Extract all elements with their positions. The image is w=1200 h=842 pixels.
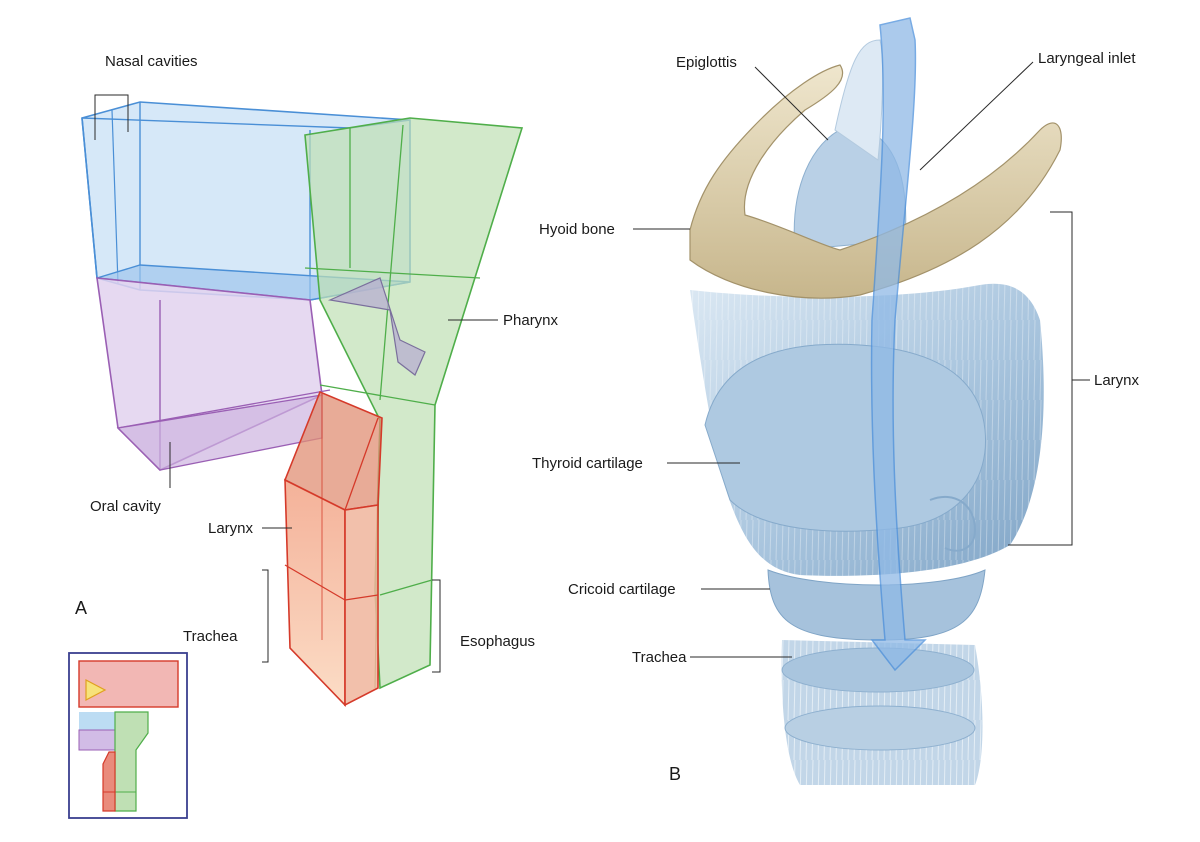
laryngeal-inlet-label: Laryngeal inlet — [1038, 50, 1136, 67]
panel-b-letter: B — [669, 764, 681, 784]
cricoid-cartilage-label: Cricoid cartilage — [568, 581, 676, 598]
esophagus-bracket — [432, 579, 441, 673]
larynx-body — [690, 283, 1044, 576]
larynx-label-b: Larynx — [1094, 372, 1140, 389]
trachea-bracket — [262, 569, 269, 663]
panel-b: Epiglottis Laryngeal inlet Hyoid bone La… — [532, 17, 1140, 785]
larynx-shape — [283, 390, 383, 707]
hyoid-bone-label: Hyoid bone — [539, 221, 615, 238]
thyroid-cartilage-label: Thyroid cartilage — [532, 455, 643, 472]
hyoid-bone-shape — [689, 64, 1062, 299]
nasal-cavities-bracket — [94, 94, 129, 140]
esophagus-label: Esophagus — [460, 633, 535, 650]
epiglottis-label: Epiglottis — [676, 54, 737, 71]
panel-a-labels: Nasal cavities Pharynx Oral cavity Laryn… — [75, 53, 559, 673]
trachea-structure — [781, 640, 983, 785]
panel-a: Nasal cavities Pharynx Oral cavity Laryn… — [68, 53, 559, 819]
larynx-label-a: Larynx — [208, 520, 254, 537]
thyroid-cartilage-shape — [704, 343, 987, 532]
oral-cavity-label: Oral cavity — [90, 498, 161, 515]
trachea-label-a: Trachea — [183, 628, 238, 645]
panel-b-labels: Epiglottis Laryngeal inlet Hyoid bone La… — [532, 50, 1140, 784]
airflow-arrow — [870, 17, 927, 672]
cricoid-cartilage-shape — [767, 569, 986, 641]
nasal-cavities-label: Nasal cavities — [105, 53, 198, 70]
larynx-bracket — [1008, 211, 1073, 546]
pharynx-label: Pharynx — [503, 312, 559, 329]
oral-cavity-shape — [96, 277, 331, 471]
trachea-label-b: Trachea — [632, 649, 687, 666]
inset-key — [68, 652, 188, 819]
panel-a-letter: A — [75, 598, 87, 618]
